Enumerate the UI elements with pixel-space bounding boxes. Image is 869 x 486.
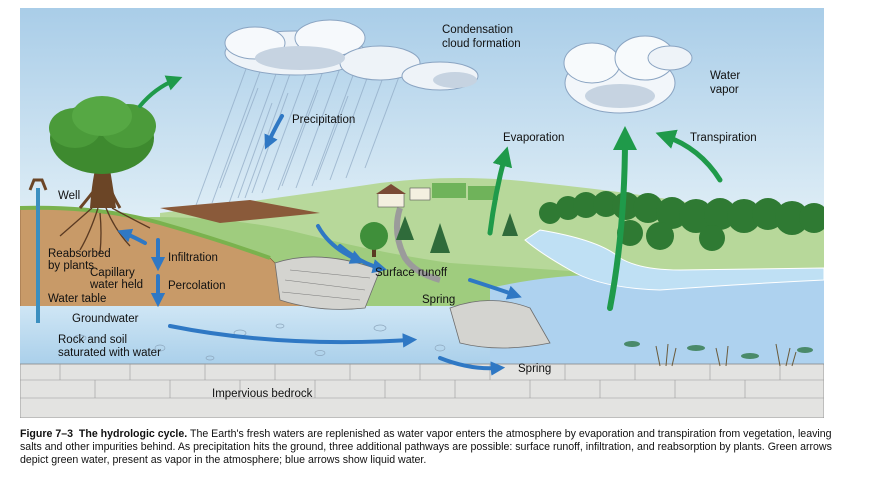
reabsorbed-label-2: by plants	[48, 260, 94, 272]
forest	[539, 191, 824, 251]
water-vapor-label-1: Water	[710, 70, 740, 82]
transpiration-label: Transpiration	[690, 132, 757, 144]
rock-soil-label-1: Rock and soil	[58, 334, 127, 346]
groundwater-flow-arrow	[168, 324, 418, 348]
groundwater-label: Groundwater	[72, 313, 139, 325]
water-vapor-cloud	[563, 35, 693, 114]
condensation-cloud	[224, 19, 479, 91]
condensation-label: Condensation	[442, 24, 513, 36]
large-tree	[49, 96, 156, 209]
figure-title: The hydrologic cycle.	[78, 428, 188, 440]
tree-transpiration-arrow	[138, 75, 183, 108]
lake	[490, 268, 824, 366]
surface-runoff-label: Surface runoff	[375, 267, 448, 279]
well-label: Well	[58, 190, 80, 202]
fish	[624, 341, 813, 359]
farm-buildings	[376, 183, 498, 208]
small-tree	[360, 222, 388, 257]
water-table-label: Water table	[48, 293, 106, 305]
precipitation-label: Precipitation	[292, 114, 355, 126]
caption-text: The Earth's fresh waters are replenished…	[20, 428, 832, 466]
gravel	[73, 323, 446, 361]
hydrologic-cycle-diagram: Condensation cloud formation Water vapor…	[20, 8, 824, 418]
blue-arrows	[117, 114, 522, 376]
infiltration-label: Infiltration	[168, 252, 218, 264]
capillary-label-1: Capillary	[90, 267, 135, 279]
spring-lower-label: Spring	[518, 363, 551, 375]
spring-flow-arrow	[438, 356, 506, 376]
transpiration-arrow	[655, 129, 723, 183]
evaporation-label: Evaporation	[503, 132, 564, 144]
bedrock-label: Impervious bedrock	[212, 388, 313, 400]
evaporation-arrow	[487, 146, 513, 236]
rain-streaks	[194, 57, 401, 209]
reabsorbed-label-1: Reabsorbed	[48, 248, 111, 260]
lake-evaporation-arrow	[607, 126, 637, 311]
water-vapor-label-2: vapor	[710, 84, 739, 96]
percolation-label: Percolation	[168, 280, 226, 292]
spring-upper-label: Spring	[422, 294, 455, 306]
well	[28, 178, 48, 323]
reabsorbed-arrow	[117, 228, 147, 245]
conifers	[396, 213, 518, 253]
green-arrows	[138, 75, 723, 311]
impervious-bedrock	[20, 363, 824, 418]
figure-number: Figure 7–3	[20, 428, 73, 440]
cloud-formation-label: cloud formation	[442, 38, 521, 50]
reeds	[655, 343, 797, 367]
precipitation-arrow	[264, 114, 284, 150]
runoff-to-lake-arrow	[468, 278, 522, 300]
tree-roots	[59, 207, 151, 254]
rock-outcrop	[274, 256, 551, 349]
rock-soil-label-2: saturated with water	[58, 347, 161, 359]
surface-runoff-arrow-2	[338, 244, 387, 274]
figure-caption: Figure 7–3 The hydrologic cycle. The Ear…	[20, 428, 840, 467]
road	[393, 207, 441, 283]
capillary-label-2: water held	[89, 279, 143, 291]
plowed-field	[160, 200, 320, 223]
